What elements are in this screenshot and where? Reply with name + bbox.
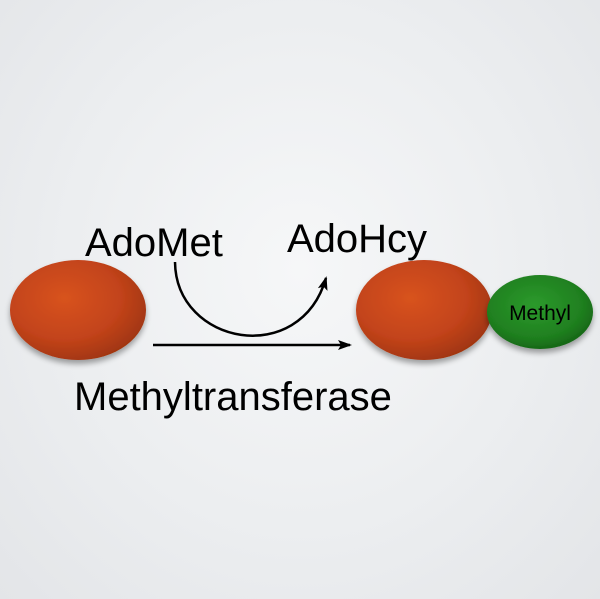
label-adomet: AdoMet: [85, 221, 223, 265]
label-methyl: Methyl: [509, 302, 571, 325]
substrate-left: [10, 260, 146, 360]
cofactor-arrow: [173, 261, 328, 337]
substrate-right: [356, 260, 492, 360]
label-adohcy: AdoHcy: [287, 217, 427, 261]
label-methyltransferase: Methyltransferase: [74, 375, 392, 419]
methyl-group: [487, 275, 593, 349]
